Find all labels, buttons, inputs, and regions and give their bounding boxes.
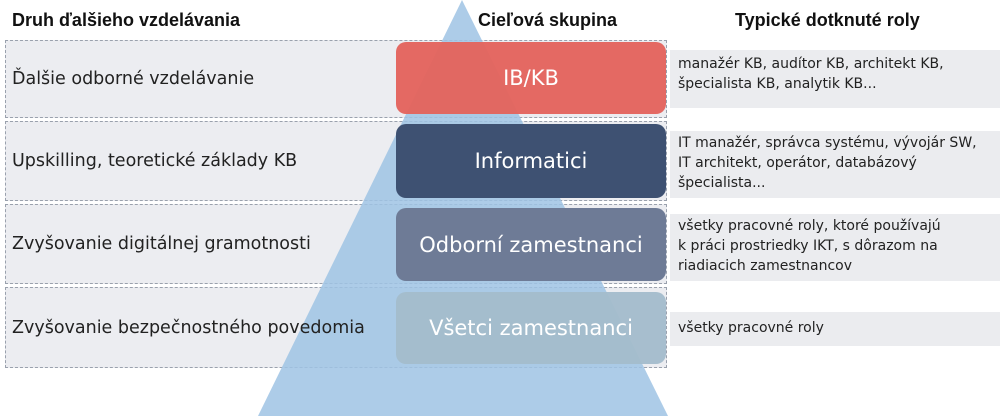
type-label-3: Zvyšovanie digitálnej gramotnosti [12, 234, 311, 254]
roles-4: všetky pracovné roly [670, 312, 1000, 346]
roles-2: IT manažér, správca systému, vývojár SW,… [670, 131, 1000, 198]
target-box-4: Všetci zamestnanci [396, 292, 666, 364]
target-label-4: Všetci zamestnanci [429, 316, 633, 340]
header-type: Druh ďalšieho vzdelávania [12, 10, 241, 30]
target-box-2: Informatici [396, 124, 666, 198]
type-label-1: Ďalšie odborné vzdelávanie [12, 69, 255, 89]
roles-1: manažér KB, audítor KB, architekt KB, šp… [670, 50, 1000, 108]
type-label-2: Upskilling, teoretické základy KB [12, 151, 298, 171]
target-box-1: IB/KB [396, 42, 666, 114]
target-label-3: Odborní zamestnanci [419, 232, 643, 257]
type-label-4: Zvyšovanie bezpečnostného povedomia [12, 318, 365, 338]
header-target: Cieľová skupina [478, 10, 617, 30]
header-roles: Typické dotknuté roly [735, 10, 920, 30]
target-box-3: Odborní zamestnanci [396, 208, 666, 281]
target-label-1: IB/KB [503, 66, 559, 90]
roles-3: všetky pracovné roly, ktoré používajú k … [670, 214, 1000, 281]
target-label-2: Informatici [474, 149, 588, 173]
